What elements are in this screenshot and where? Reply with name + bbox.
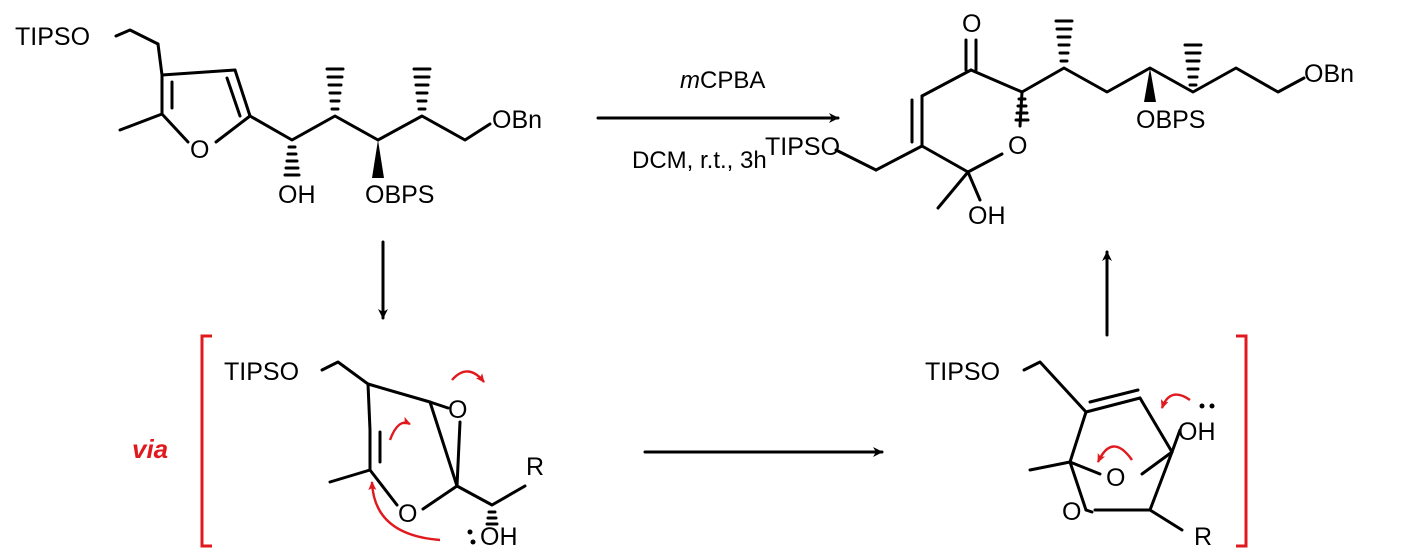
via-label: via xyxy=(132,434,168,464)
int1-ring-oxygen: O xyxy=(398,500,417,528)
int2-lone-pair-dot xyxy=(1209,403,1215,409)
product-ring-oxygen: O xyxy=(1008,132,1027,160)
sm-methyl-hash-2 xyxy=(412,67,432,111)
sm-oh-label: OH xyxy=(278,181,316,209)
int2-bridge-oxygen: O xyxy=(1106,464,1125,492)
starting-material: TIPSO O OH xyxy=(15,23,542,209)
int2-curly-arrow-1 xyxy=(1160,393,1191,409)
product-obps-wedge xyxy=(1144,68,1156,102)
conditions-label: DCM, r.t., 3h xyxy=(632,147,767,174)
sm-obn-label: OBn xyxy=(492,106,542,134)
product-tipso-label: TIPSO xyxy=(765,133,840,161)
int2-r-label: R xyxy=(1194,523,1212,551)
int2-oh-label: OH xyxy=(1178,418,1216,446)
sm-obps-wedge xyxy=(372,140,384,178)
sm-furan-oxygen: O xyxy=(190,136,209,164)
int1-tipso-label: TIPSO xyxy=(224,358,299,386)
product-methyl-hash-2 xyxy=(1183,43,1203,87)
product: O O TIPSO OH xyxy=(765,10,1354,230)
int1-oh-hash xyxy=(485,510,499,526)
int2-lower-oxygen: O xyxy=(1062,498,1081,526)
left-bracket-open xyxy=(200,334,212,548)
sm-methyl-hash-1 xyxy=(325,67,345,111)
int1-curly-arrow-1 xyxy=(388,416,411,441)
product-obn-label: OBn xyxy=(1304,60,1354,88)
top-reaction-arrow: mCPBA DCM, r.t., 3h xyxy=(596,67,840,174)
int1-oh-label: OH xyxy=(480,523,518,551)
intermediate-epoxide: TIPSO O O R OH xyxy=(224,358,544,551)
product-oh-label: OH xyxy=(968,202,1006,230)
intermediate-bicyclic: TIPSO O O R OH xyxy=(925,358,1216,551)
int2-lone-pair-dot xyxy=(1199,403,1205,409)
int1-curly-arrow-3 xyxy=(368,481,441,542)
int1-r-label: R xyxy=(526,453,544,481)
product-obps-label: OBPS xyxy=(1136,106,1205,134)
sm-obps-label: OBPS xyxy=(365,181,434,209)
product-ring-hash xyxy=(1014,97,1030,122)
right-bracket-close xyxy=(1236,334,1248,548)
product-methyl-hash-1 xyxy=(1054,19,1074,63)
int1-lone-pair-dot xyxy=(470,539,476,545)
int2-curly-arrow-2 xyxy=(1096,445,1133,463)
int1-curly-arrow-2 xyxy=(451,370,485,383)
sm-tipso-label: TIPSO xyxy=(15,23,90,51)
product-carbonyl-oxygen: O xyxy=(962,10,981,38)
int1-epoxide-oxygen: O xyxy=(448,396,467,424)
sm-oh-hash xyxy=(283,145,301,177)
reagent-label: mCPBA xyxy=(680,67,765,94)
int1-lone-pair-dot xyxy=(467,529,473,535)
int2-tipso-label: TIPSO xyxy=(925,358,1000,386)
